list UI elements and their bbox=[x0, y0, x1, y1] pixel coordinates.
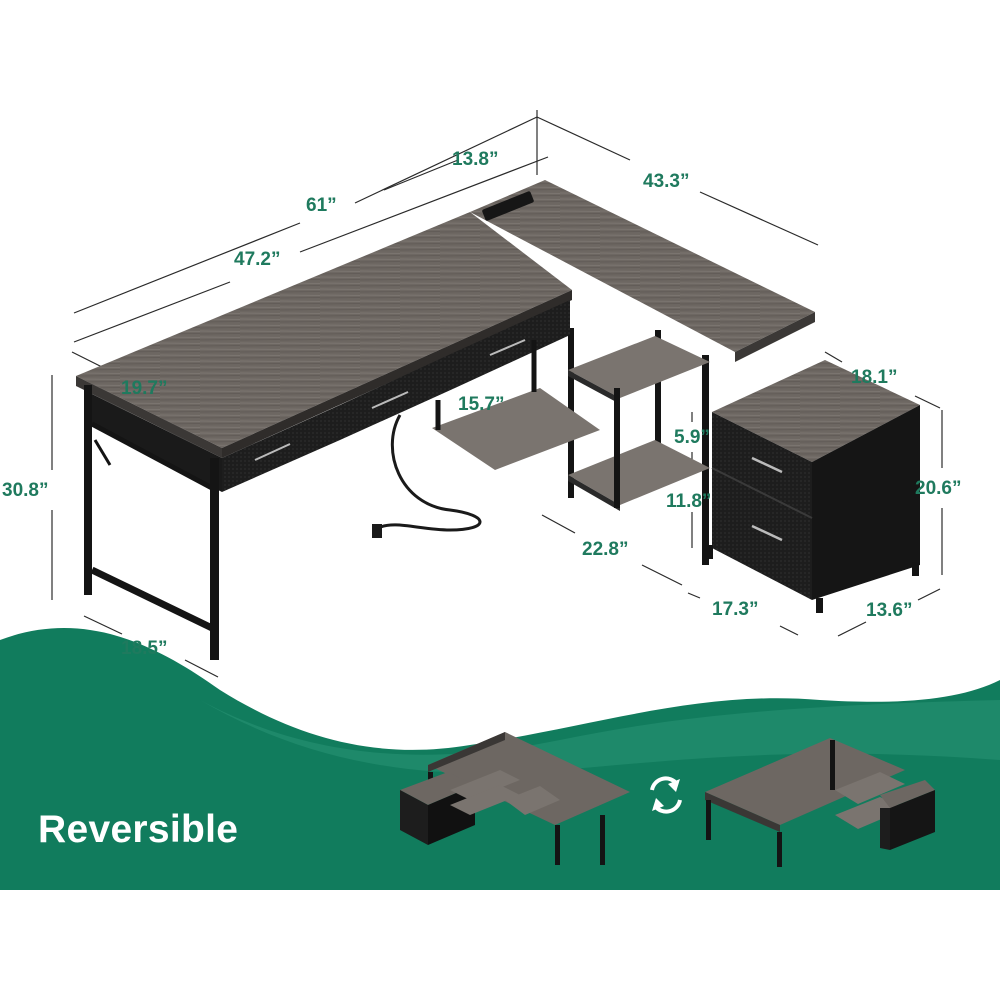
reversible-thumbnail-left bbox=[400, 732, 630, 865]
dim-label-depth-top: 13.8” bbox=[452, 149, 499, 170]
dim-label-shelf-gap-top: 5.9” bbox=[674, 427, 710, 448]
swap-arrows-icon bbox=[650, 776, 682, 814]
dim-label-cabinet-depth: 18.1” bbox=[851, 367, 898, 388]
dim-label-shelf-width: 22.8” bbox=[582, 539, 629, 560]
dim-label-base-length: 17.3” bbox=[712, 599, 759, 620]
dim-label-desk-height: 30.8” bbox=[2, 480, 49, 501]
reversible-thumbnail-right bbox=[705, 738, 935, 867]
dim-label-cabinet-height: 20.6” bbox=[915, 478, 962, 499]
dim-label-main-width: 47.2” bbox=[234, 249, 281, 270]
main-desk bbox=[76, 212, 600, 660]
dim-label-return-width: 43.3” bbox=[643, 171, 690, 192]
dim-label-tray-width: 15.7” bbox=[458, 394, 505, 415]
dim-label-total-width: 61” bbox=[306, 195, 337, 216]
dim-label-desk-depth: 19.7” bbox=[121, 378, 168, 399]
dim-label-leg-span: 18.5” bbox=[121, 638, 168, 659]
dim-label-shelf-gap-bottom: 11.8” bbox=[666, 491, 712, 512]
filing-cabinet bbox=[706, 360, 920, 613]
reversible-title: Reversible bbox=[38, 808, 239, 851]
return-desk bbox=[470, 180, 815, 565]
dim-label-cabinet-width: 13.6” bbox=[866, 600, 913, 621]
